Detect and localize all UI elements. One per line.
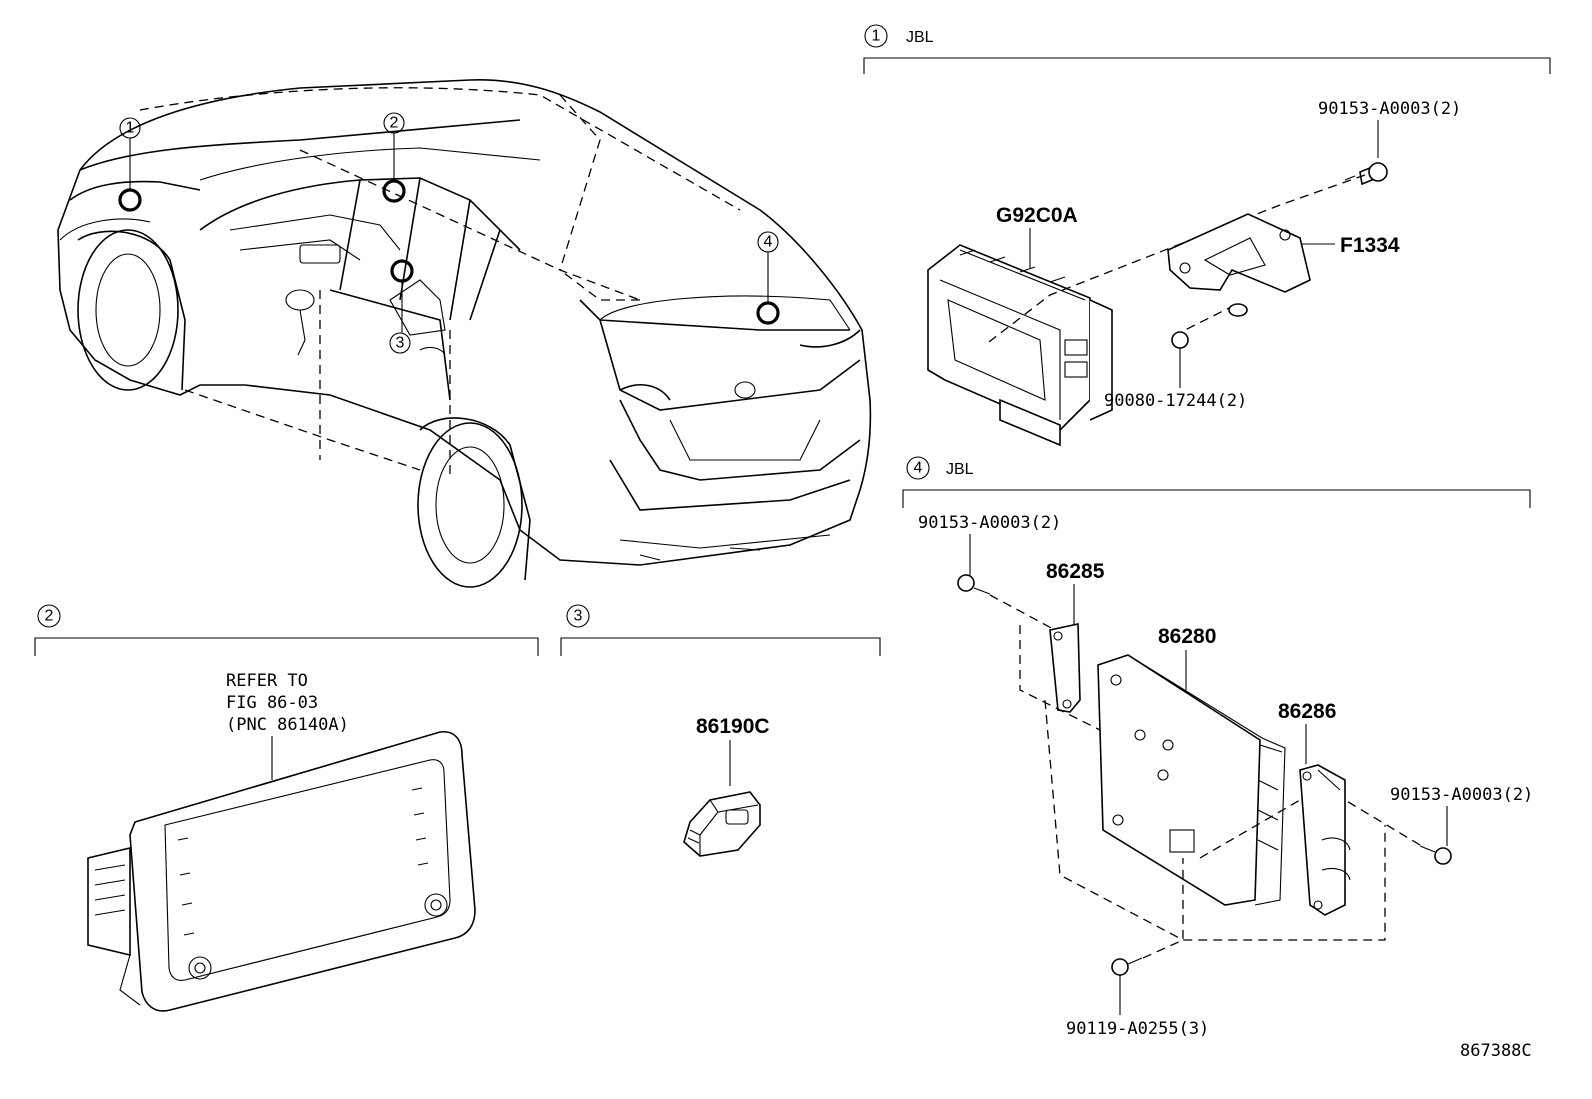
bolt-90153-right: 90153-A0003(2) xyxy=(1390,785,1533,865)
vehicle-illustration xyxy=(57,79,872,588)
refer-line-1: REFER TO xyxy=(226,671,308,691)
bracket-86285: 86285 xyxy=(1046,560,1105,713)
section-3-header: 3 xyxy=(560,604,881,656)
refer-to-note: REFER TO FIG 86-03 (PNC 86140A) xyxy=(226,671,349,780)
callout-1-number: 1 xyxy=(126,120,135,137)
section-3-number: 3 xyxy=(574,608,583,625)
part-number-90153-right: 90153-A0003(2) xyxy=(1390,785,1533,805)
bolt-90119: 90119-A0255(3) xyxy=(1066,957,1209,1039)
navigation-display-unit xyxy=(87,730,476,1012)
part-number-86190c: 86190C xyxy=(696,715,770,738)
usb-port-86190c: 86190C xyxy=(683,715,770,857)
figure-id: 867388C xyxy=(1460,1041,1532,1061)
callout-4-number: 4 xyxy=(764,234,773,251)
callout-1: 1 xyxy=(118,117,142,212)
part-number-86285: 86285 xyxy=(1046,560,1105,583)
bracket-86286: 86286 xyxy=(1278,700,1351,916)
refer-line-3: (PNC 86140A) xyxy=(226,715,349,735)
part-number-90119: 90119-A0255(3) xyxy=(1066,1019,1209,1039)
callout-2-number: 2 xyxy=(390,115,399,132)
part-number-86286: 86286 xyxy=(1278,700,1336,723)
section-2-header: 2 xyxy=(34,604,539,656)
callout-4: 4 xyxy=(756,231,780,325)
bolt-90153-top: 90153-A0003(2) xyxy=(1318,99,1461,186)
amplifier-86280: 86280 xyxy=(1097,625,1286,906)
part-number-90080: 90080-17244(2) xyxy=(1104,391,1247,411)
nut-90080: 90080-17244(2) xyxy=(1104,303,1248,411)
section-4-number: 4 xyxy=(914,460,923,477)
part-number-f1334: F1334 xyxy=(1340,234,1400,257)
part-number-86280: 86280 xyxy=(1158,625,1216,648)
bracket-f1334: F1334 xyxy=(1167,213,1400,293)
refer-line-2: FIG 86-03 xyxy=(226,693,318,713)
part-number-90153-left: 90153-A0003(2) xyxy=(918,513,1061,533)
amplifier-g92c0a: G92C0A xyxy=(927,204,1113,447)
bolt-90153-left: 90153-A0003(2) xyxy=(918,513,1061,595)
section-2-number: 2 xyxy=(45,608,54,625)
section-4-label: JBL xyxy=(946,461,974,478)
callout-3-number: 3 xyxy=(396,335,405,352)
section-1-header: 1 JBL xyxy=(863,24,1551,74)
callout-3: 3 xyxy=(389,259,414,354)
section-4-header: 4 JBL xyxy=(902,456,1531,508)
part-number-90153-top: 90153-A0003(2) xyxy=(1318,99,1461,119)
callout-2: 2 xyxy=(382,112,406,203)
section-1-number: 1 xyxy=(872,28,881,45)
section-1-label: JBL xyxy=(906,29,934,46)
part-number-g92c0a: G92C0A xyxy=(996,204,1078,227)
